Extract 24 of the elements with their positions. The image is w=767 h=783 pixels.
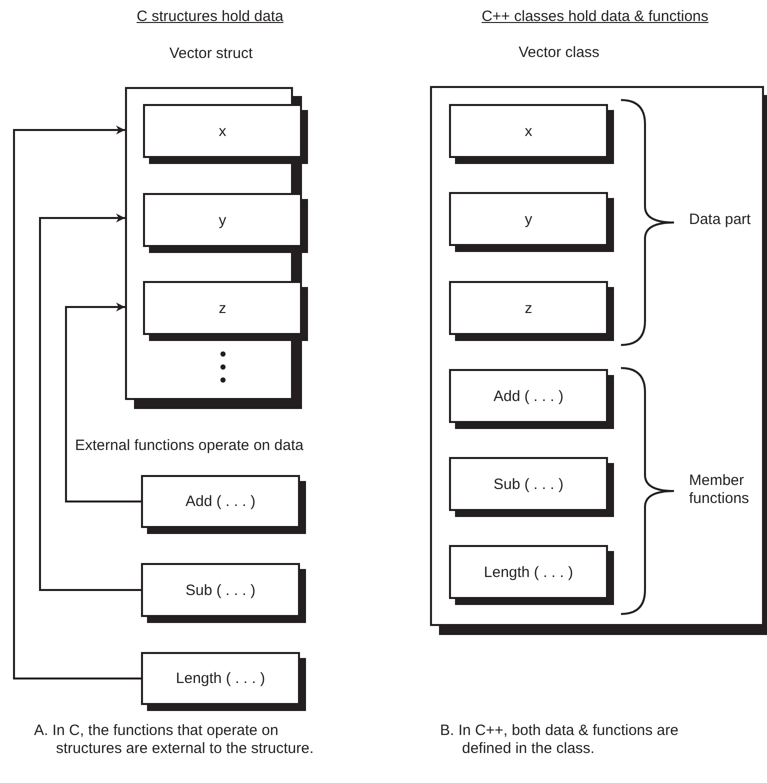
- field-label: Add ( . . . ): [493, 388, 564, 404]
- arrow: [13, 126, 141, 680]
- brace-label: Member functions: [689, 472, 750, 508]
- field-label: Length ( . . . ): [176, 670, 266, 687]
- container-heading: Vector struct: [168, 45, 254, 62]
- field-label: x: [218, 122, 226, 140]
- field-label: Add ( . . . ): [185, 493, 256, 510]
- panel-heading: C++ classes hold data & functions: [480, 8, 710, 26]
- panel-heading: C structures hold data: [136, 8, 284, 26]
- caption-text: B. In C++, both data & functions are defined in the class.: [440, 722, 680, 758]
- brace-label: Data part: [689, 211, 752, 229]
- field-label: Sub ( . . . ): [185, 582, 256, 598]
- field-label: y: [524, 210, 532, 228]
- arrow: [65, 302, 141, 502]
- container-heading: Vector class: [518, 44, 600, 61]
- field-label: x: [524, 122, 532, 140]
- arrow: [39, 214, 141, 591]
- field-label: z: [218, 300, 226, 316]
- field-label: Sub ( . . . ): [493, 476, 564, 492]
- caption-text: A. In C, the functions that operate on structures are external to the structure.: [34, 722, 315, 758]
- field-label: Length ( . . . ): [484, 564, 574, 580]
- field-label: z: [524, 300, 532, 316]
- note-text: External functions operate on data: [75, 437, 304, 455]
- field-label: y: [218, 212, 226, 228]
